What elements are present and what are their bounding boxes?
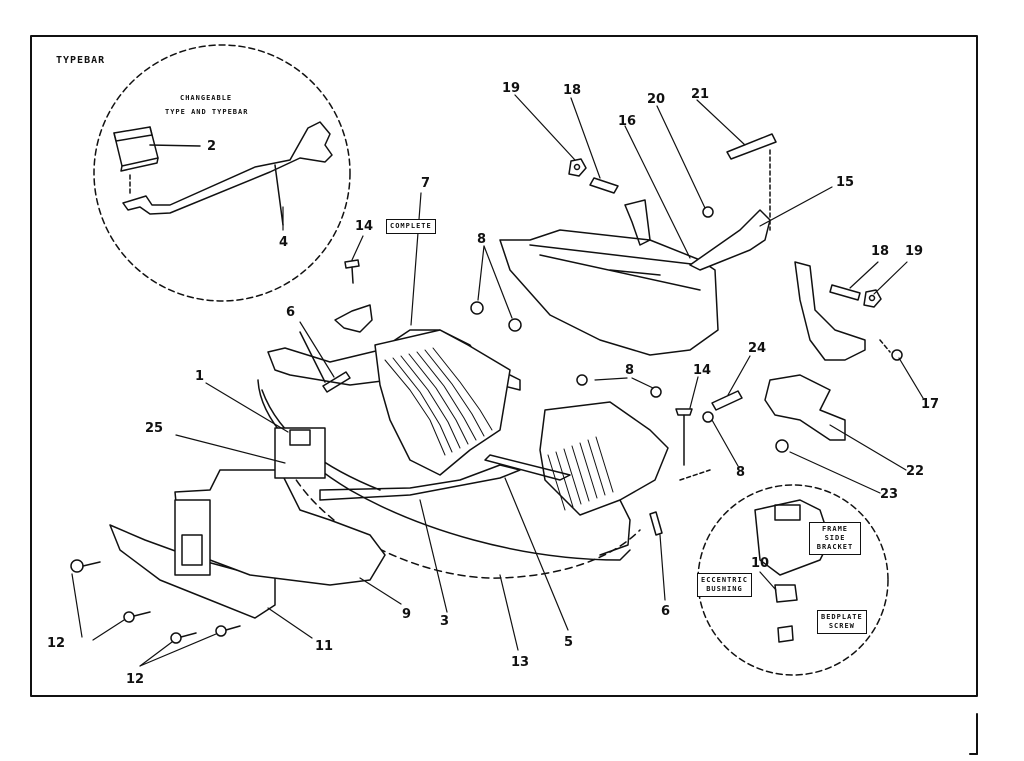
frame-side-bracket-line2: SIDE	[824, 534, 846, 543]
pin-18-right	[829, 284, 861, 301]
complete-label: COMPLETE	[386, 219, 436, 235]
part-number-12-bottom: 12	[126, 672, 145, 687]
part-number-1: 1	[195, 369, 205, 384]
part-number-19-top: 19	[502, 81, 521, 96]
screw-8d	[650, 386, 662, 398]
part-number-25: 25	[145, 421, 164, 436]
part-number-19-right: 19	[905, 244, 924, 259]
screw-12a	[70, 559, 101, 573]
stud-21	[726, 133, 777, 160]
screw-14	[344, 259, 360, 284]
segment-curved-frame	[267, 329, 521, 391]
eccentric-bushing-line1: ECCENTRIC	[701, 576, 748, 584]
part-number-21: 21	[691, 87, 710, 102]
typebar-fan-right	[539, 401, 669, 516]
part-number-2: 2	[207, 139, 217, 154]
part-number-14-right: 14	[693, 363, 712, 378]
screw-12c	[170, 632, 197, 644]
part-number-20: 20	[647, 92, 666, 107]
part-number-6-right: 6	[661, 604, 671, 619]
part-number-18-right: 18	[871, 244, 890, 259]
part-number-11: 11	[315, 639, 334, 654]
part-number-17: 17	[921, 397, 940, 412]
part-number-3: 3	[440, 614, 450, 629]
bracket-22	[764, 374, 846, 441]
segment-dashed-arc-13	[289, 469, 641, 579]
part-number-12-left: 12	[47, 636, 66, 651]
rod-5	[484, 454, 571, 481]
screw-6-right	[649, 511, 663, 536]
link-bracket	[624, 199, 651, 246]
part-number-4: 4	[279, 235, 289, 250]
bracket-6	[334, 304, 373, 333]
part-number-13: 13	[511, 655, 530, 670]
part-number-7: 7	[421, 176, 431, 191]
screw-8c	[576, 374, 588, 386]
washer-17	[891, 349, 903, 361]
bedplate-screw-line2: SCREW	[828, 622, 855, 631]
screw-8e	[702, 411, 714, 423]
diagram-frame	[30, 35, 978, 697]
pin-18-top	[589, 177, 619, 194]
part-number-15: 15	[836, 175, 855, 190]
rod-3	[319, 464, 521, 501]
bedplate-screw-label: BEDPLATE SCREW	[817, 610, 867, 635]
screw-12b	[123, 611, 151, 623]
part-number-8-top: 8	[477, 232, 487, 247]
part-number-8-middle: 8	[625, 363, 635, 378]
nut-19-right	[863, 289, 882, 308]
frame-side-bracket-line3: BRACKET	[816, 543, 854, 552]
bedplate-screw-shape	[777, 625, 794, 643]
inset-circle-bracket	[697, 484, 889, 676]
part-number-6-left: 6	[286, 305, 296, 320]
part-number-23: 23	[880, 487, 899, 502]
frame-side-bracket-label: FRAME SIDE BRACKET	[809, 522, 861, 556]
changeable-typebar	[122, 121, 333, 215]
part-number-16: 16	[618, 114, 637, 129]
bedplate-screw-line1: BEDPLATE	[821, 613, 863, 621]
screw-24	[711, 390, 743, 411]
inset-caption-line2: TYPE AND TYPEBAR	[165, 108, 249, 116]
changeable-type-block	[113, 126, 159, 172]
part-number-5: 5	[564, 635, 574, 650]
part-number-14-left: 14	[355, 219, 374, 234]
screw-8a	[470, 301, 484, 315]
part-number-8-right: 8	[736, 465, 746, 480]
inset-caption-line1: CHANGEABLE	[180, 94, 233, 102]
part-number-24: 24	[748, 341, 767, 356]
part-number-9: 9	[402, 607, 412, 622]
screw-8b	[508, 318, 522, 332]
screw-14-right	[675, 408, 693, 466]
lever-15	[689, 209, 771, 271]
diagram-title: TYPEBAR	[56, 55, 106, 66]
arm-bracket-right	[794, 261, 866, 361]
eccentric-bushing-line2: BUSHING	[706, 585, 743, 594]
nut-19-top	[568, 158, 587, 177]
eccentric-bushing-shape	[774, 584, 798, 603]
frame-side-bracket-line1: FRAME	[821, 525, 849, 533]
part-number-22: 22	[906, 464, 925, 479]
plate-assembly-left	[109, 427, 386, 619]
inset-circle-typebar	[93, 44, 351, 302]
eccentric-bushing-label: ECCENTRIC BUSHING	[697, 573, 752, 598]
bushing-23	[775, 439, 789, 453]
washer-20	[702, 206, 714, 218]
typebar-fan-left	[374, 329, 511, 476]
leader-lines	[71, 94, 924, 667]
part-number-10: 10	[751, 556, 770, 571]
part-number-18-top: 18	[563, 83, 582, 98]
screw-12d	[215, 625, 241, 637]
